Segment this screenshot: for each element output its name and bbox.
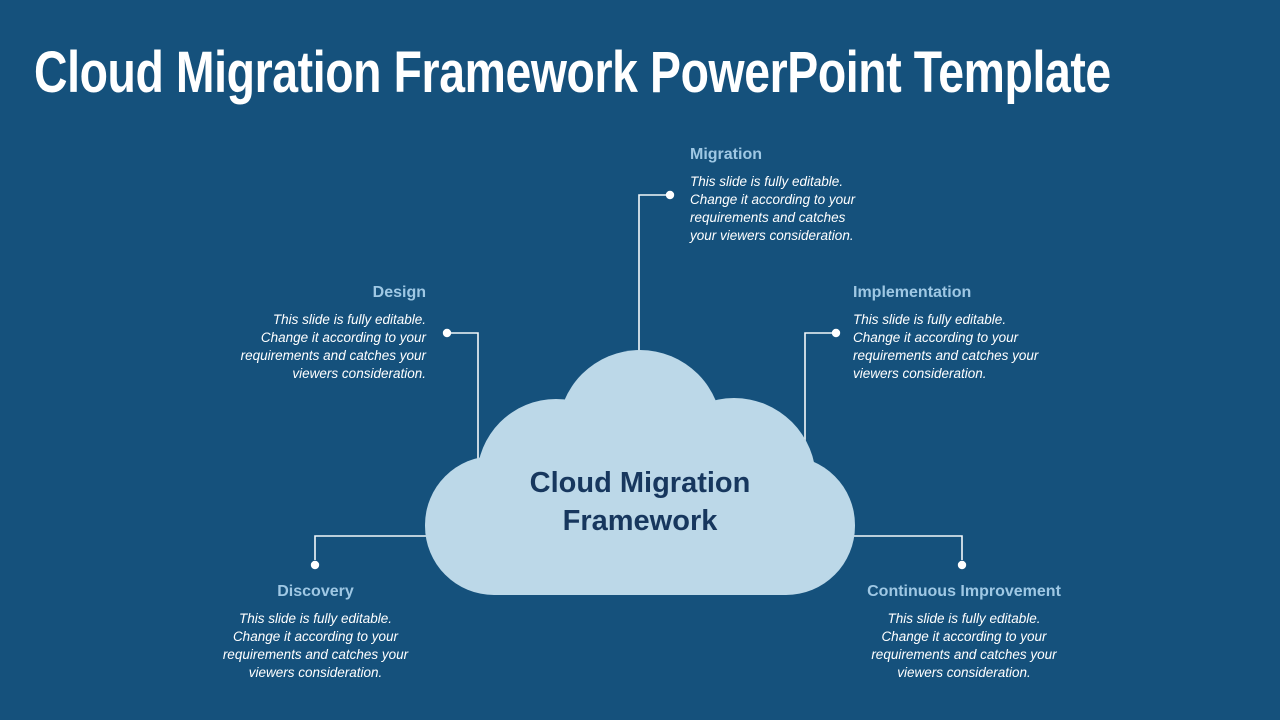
section-continuous-improvement: Continuous Improvement This slide is ful… (820, 582, 1108, 682)
section-discovery: Discovery This slide is fully editable. … (193, 582, 438, 682)
cloud-icon (425, 350, 855, 595)
connector-dot-migration (665, 190, 675, 200)
connector-line-continuous-improvement (848, 535, 963, 560)
connector-line-design (449, 332, 479, 468)
section-body-design: This slide is fully editable. Change it … (240, 312, 426, 381)
section-migration: Migration This slide is fully editable. … (690, 145, 875, 245)
section-title-continuous-improvement: Continuous Improvement (867, 583, 1061, 600)
connector-dot-continuous-improvement (957, 560, 967, 570)
section-title-discovery: Discovery (277, 583, 354, 600)
connector-line-migration (638, 194, 668, 420)
section-implementation: Implementation This slide is fully edita… (853, 283, 1083, 383)
section-title-migration: Migration (690, 146, 762, 163)
section-design: Design This slide is fully editable. Cha… (181, 283, 426, 383)
connector-dot-implementation (831, 328, 841, 338)
section-title-implementation: Implementation (853, 284, 972, 301)
cloud-label: Cloud Migration Framework (529, 467, 751, 537)
section-body-discovery: This slide is fully editable. Change it … (222, 611, 409, 680)
connector-line-implementation (804, 332, 834, 468)
connector-dot-discovery (310, 560, 320, 570)
slide-title: Cloud Migration Framework PowerPoint Tem… (34, 40, 1111, 105)
connector-dot-design (442, 328, 452, 338)
section-title-design: Design (372, 284, 426, 301)
connector-line-discovery (314, 535, 432, 560)
section-body-migration: This slide is fully editable. Change it … (690, 174, 856, 243)
section-body-continuous-improvement: This slide is fully editable. Change it … (871, 611, 1057, 680)
section-body-implementation: This slide is fully editable. Change it … (853, 312, 1039, 381)
